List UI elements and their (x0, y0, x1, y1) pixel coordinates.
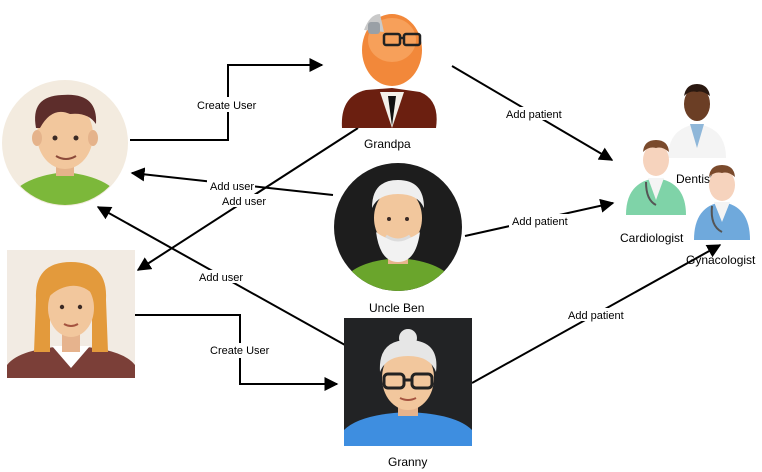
label-create-user-top: Create User (197, 100, 257, 112)
label-add-patient-grandpa: Add patient (506, 109, 562, 121)
label-add-user-1: Add user (210, 181, 254, 193)
granny-label: Granny (388, 455, 427, 469)
doctor-dentist-icon (668, 84, 726, 158)
grandpa-avatar (341, 14, 437, 128)
dentist-label: Dentist (676, 172, 714, 186)
label-add-patient-uncle: Add patient (512, 216, 568, 228)
doctor-cardiologist-icon (626, 140, 686, 215)
young-man-avatar (2, 80, 128, 206)
cardiologist-label: Cardiologist (620, 231, 684, 245)
label-add-patient-granny: Add patient (568, 310, 624, 322)
gynacologist-label: Gynacologist (686, 253, 756, 267)
young-woman-avatar (7, 250, 135, 378)
label-create-user-bottom: Create User (210, 345, 270, 357)
label-add-user-3: Add user (199, 272, 243, 284)
label-add-user-2: Add user (222, 196, 266, 208)
grandpa-label: Grandpa (364, 137, 411, 151)
doctor-gynacologist-icon (694, 165, 750, 240)
uncle-ben-label: Uncle Ben (369, 301, 424, 315)
granny-avatar (344, 318, 472, 446)
old-man-avatar (334, 163, 462, 291)
